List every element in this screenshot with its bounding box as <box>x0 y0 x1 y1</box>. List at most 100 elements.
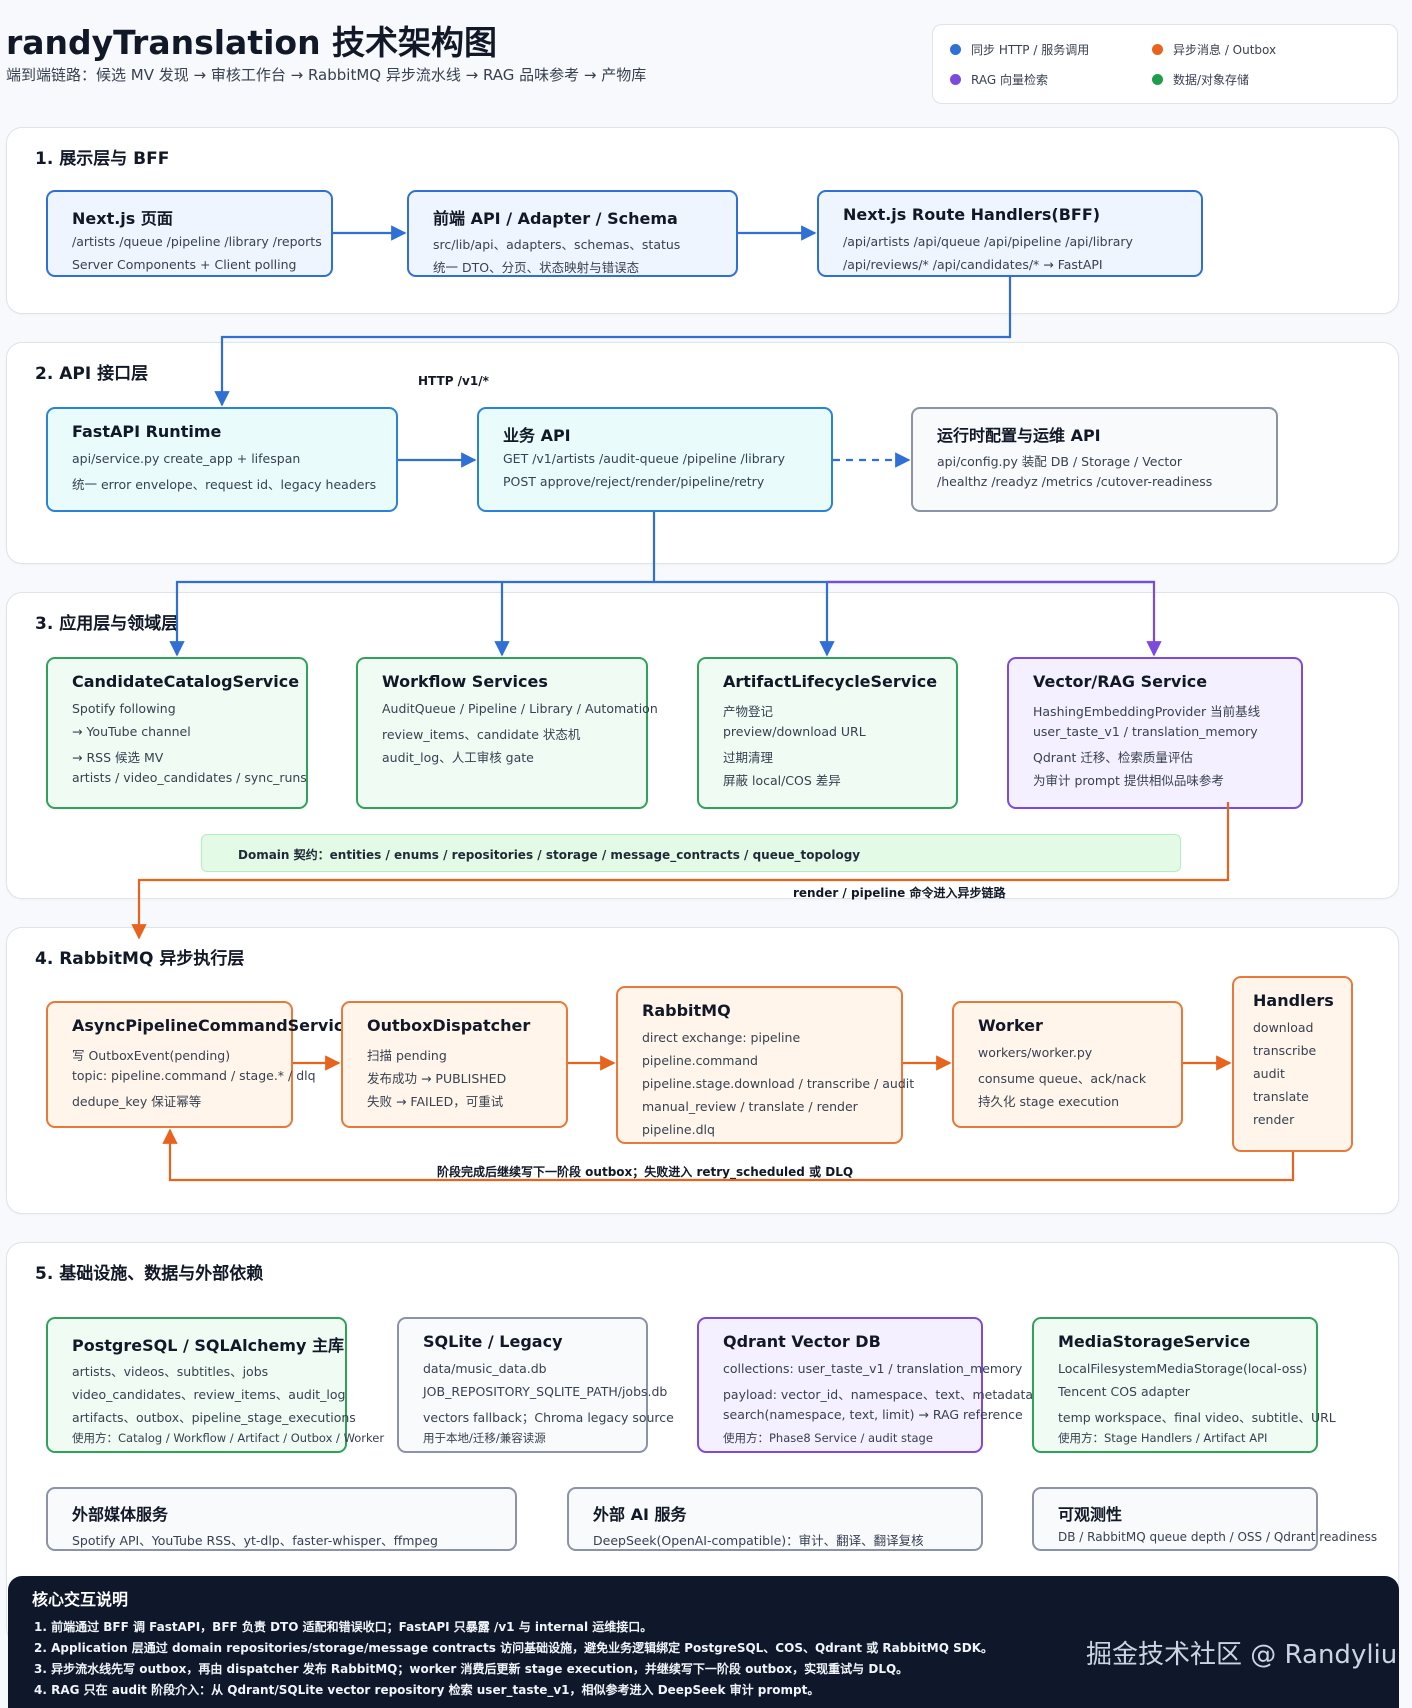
node-external-ai: 外部 AI 服务 DeepSeek(OpenAI-compatible)：审计、… <box>567 1487 983 1551</box>
node-line: artists / video_candidates / sync_runs <box>72 770 307 785</box>
node-line: /artists /queue /pipeline /library /repo… <box>72 234 322 249</box>
node-line: DB / RabbitMQ queue depth / OSS / Qdrant… <box>1058 1530 1378 1544</box>
node-line: POST approve/reject/render/pipeline/retr… <box>503 474 765 489</box>
node-line: pipeline.command <box>642 1053 758 1068</box>
node-line: video_candidates、review_items、audit_log <box>72 1387 346 1402</box>
legend-item-http: 同步 HTTP / 服务调用 <box>950 41 1089 58</box>
node-line: audit <box>1253 1066 1285 1081</box>
notes-item: 3. 异步流水线先写 outbox，再由 dispatcher 发布 Rabbi… <box>34 1662 909 1676</box>
watermark: 掘金技术社区 @ Randyliu <box>1086 1640 1398 1670</box>
blue-dot-icon <box>950 44 961 55</box>
node-title: MediaStorageService <box>1058 1332 1251 1351</box>
node-title: 运行时配置与运维 API <box>937 426 1101 445</box>
node-line: HashingEmbeddingProvider 当前基线 <box>1033 704 1261 719</box>
node-business-api: 业务 API GET /v1/artists /audit-queue /pip… <box>477 407 833 512</box>
node-line: artifacts、outbox、pipeline_stage_executio… <box>72 1410 356 1425</box>
node-line: manual_review / translate / render <box>642 1099 858 1114</box>
section-title: 5. 基础设施、数据与外部依赖 <box>35 1264 264 1284</box>
orange-dot-icon <box>1152 44 1163 55</box>
node-line: 为审计 prompt 提供相似品味参考 <box>1033 773 1224 788</box>
node-line: src/lib/api、adapters、schemas、status <box>433 237 681 252</box>
node-line: 使用方：Catalog / Workflow / Artifact / Outb… <box>72 1431 385 1445</box>
node-line: 失败 → FAILED，可重试 <box>367 1094 504 1109</box>
node-line: 使用方：Stage Handlers / Artifact API <box>1058 1431 1268 1445</box>
node-title: 业务 API <box>503 426 571 445</box>
node-title: Next.js Route Handlers(BFF) <box>843 205 1101 224</box>
node-qdrant: Qdrant Vector DB collections: user_taste… <box>697 1317 1033 1453</box>
node-line: review_items、candidate 状态机 <box>382 727 581 742</box>
node-title: 外部 AI 服务 <box>593 1505 687 1524</box>
purple-dot-icon <box>950 74 961 85</box>
node-title: Worker <box>978 1016 1043 1035</box>
section-title: 1. 展示层与 BFF <box>35 149 170 169</box>
legend: 同步 HTTP / 服务调用 异步消息 / Outbox RAG 向量检索 数据… <box>932 24 1398 104</box>
core-notes-panel: 核心交互说明 1. 前端通过 BFF 调 FastAPI，BFF 负责 DTO … <box>8 1576 1399 1708</box>
node-line: 持久化 stage execution <box>978 1094 1120 1109</box>
legend-item-storage: 数据/对象存储 <box>1152 71 1249 88</box>
section-title: 3. 应用层与领域层 <box>35 614 179 634</box>
domain-contract-bar: Domain 契约：entities / enums / repositorie… <box>201 834 1181 872</box>
legend-label: 异步消息 / Outbox <box>1173 43 1277 57</box>
node-title: RabbitMQ <box>642 1001 731 1020</box>
node-line: api/service.py create_app + lifespan <box>72 451 301 466</box>
green-dot-icon <box>1152 74 1163 85</box>
node-title: 外部媒体服务 <box>72 1505 169 1524</box>
node-title: 前端 API / Adapter / Schema <box>433 209 678 228</box>
node-title: Handlers <box>1253 991 1334 1010</box>
node-async-pipeline-command: AsyncPipelineCommandService 写 OutboxEven… <box>46 1001 354 1128</box>
node-nextjs-pages: Next.js 页面 /artists /queue /pipeline /li… <box>46 190 333 277</box>
node-line: Qdrant 迁移、检索质量评估 <box>1033 750 1193 765</box>
node-artifact-lifecycle: ArtifactLifecycleService 产物登记 preview/do… <box>697 657 958 809</box>
node-line: LocalFilesystemMediaStorage(local-oss) <box>1058 1361 1308 1376</box>
node-title: CandidateCatalogService <box>72 672 300 691</box>
node-postgresql: PostgreSQL / SQLAlchemy 主库 artists、video… <box>46 1317 384 1453</box>
node-line: topic: pipeline.command / stage.* / dlq <box>72 1068 316 1083</box>
node-line: pipeline.dlq <box>642 1122 715 1137</box>
node-external-media: 外部媒体服务 Spotify API、YouTube RSS、yt-dlp、fa… <box>46 1487 517 1551</box>
node-outbox-dispatcher: OutboxDispatcher 扫描 pending 发布成功 → PUBLI… <box>341 1001 568 1128</box>
node-line: consume queue、ack/nack <box>978 1071 1147 1086</box>
node-title: AsyncPipelineCommandService <box>72 1016 355 1035</box>
section-title: 2. API 接口层 <box>35 364 149 384</box>
node-worker: Worker workers/worker.py consume queue、a… <box>952 1001 1183 1128</box>
notes-item: 2. Application 层通过 domain repositories/s… <box>34 1641 993 1655</box>
node-line: search(namespace, text, limit) → RAG ref… <box>723 1407 1023 1422</box>
node-line: api/config.py 装配 DB / Storage / Vector <box>937 454 1183 469</box>
notes-title: 核心交互说明 <box>32 1590 129 1609</box>
node-title: Workflow Services <box>382 672 548 691</box>
page-subtitle: 端到端链路：候选 MV 发现 → 审核工作台 → RabbitMQ 异步流水线 … <box>6 66 647 84</box>
node-line: 用于本地/迁移/兼容读源 <box>423 1431 546 1445</box>
node-line: render <box>1253 1112 1295 1127</box>
node-line: → YouTube channel <box>72 724 191 739</box>
node-title: Qdrant Vector DB <box>723 1332 881 1351</box>
node-workflow-services: Workflow Services AuditQueue / Pipeline … <box>356 657 658 809</box>
node-title: Next.js 页面 <box>72 209 173 228</box>
node-title: ArtifactLifecycleService <box>723 672 938 691</box>
node-line: /healthz /readyz /metrics /cutover-readi… <box>937 474 1213 489</box>
node-title: FastAPI Runtime <box>72 422 222 441</box>
node-title: PostgreSQL / SQLAlchemy 主库 <box>72 1336 344 1355</box>
node-rabbitmq: RabbitMQ direct exchange: pipeline pipel… <box>616 986 914 1144</box>
node-line: /api/artists /api/queue /api/pipeline /a… <box>843 234 1133 249</box>
node-line: transcribe <box>1253 1043 1317 1058</box>
section-title: 4. RabbitMQ 异步执行层 <box>35 949 245 969</box>
node-frontend-api: 前端 API / Adapter / Schema src/lib/api、ad… <box>407 190 738 277</box>
node-line: vectors fallback；Chroma legacy source <box>423 1410 674 1425</box>
legend-label: 数据/对象存储 <box>1173 73 1250 87</box>
node-vector-rag: Vector/RAG Service HashingEmbeddingProvi… <box>1007 657 1303 809</box>
node-line: 扫描 pending <box>367 1048 447 1063</box>
node-line: audit_log、人工审核 gate <box>382 750 534 765</box>
node-line: DeepSeek(OpenAI-compatible)：审计、翻译、翻译复核 <box>593 1533 924 1548</box>
node-media-storage: MediaStorageService LocalFilesystemMedia… <box>1032 1317 1336 1453</box>
node-handlers: Handlers download transcribe audit trans… <box>1232 976 1353 1152</box>
node-sqlite-legacy: SQLite / Legacy data/music_data.db JOB_R… <box>397 1317 674 1453</box>
legend-item-async: 异步消息 / Outbox <box>1152 41 1276 58</box>
page-title: randyTranslation 技术架构图 <box>6 23 498 62</box>
node-title: 可观测性 <box>1058 1505 1123 1524</box>
node-line: payload: vector_id、namespace、text、metada… <box>723 1387 1034 1402</box>
node-line: temp workspace、final video、subtitle、URL <box>1058 1410 1336 1425</box>
node-line: data/music_data.db <box>423 1361 547 1376</box>
node-observability: 可观测性 DB / RabbitMQ queue depth / OSS / Q… <box>1032 1487 1377 1551</box>
loop-edge-label: 阶段完成后继续写下一阶段 outbox；失败进入 retry_scheduled… <box>437 1165 854 1179</box>
node-route-handlers: Next.js Route Handlers(BFF) /api/artists… <box>817 190 1203 277</box>
